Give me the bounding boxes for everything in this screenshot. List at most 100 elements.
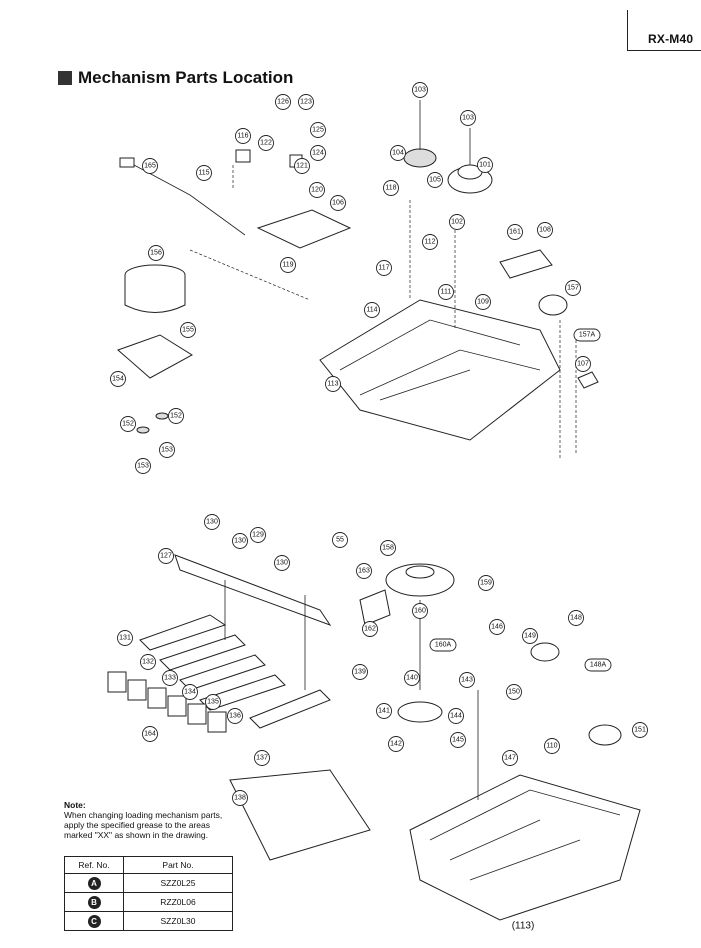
key-cap-1 <box>107 671 127 693</box>
callout-label: 148A <box>590 662 607 669</box>
callout-bubble: 162 <box>362 621 378 637</box>
callout-bubble: 160A <box>429 638 457 652</box>
bar-127 <box>174 554 332 626</box>
motor-bracket <box>117 334 193 379</box>
head-base-119 <box>256 209 352 249</box>
callout-outline <box>298 94 314 110</box>
upper-guide-lines <box>189 165 577 460</box>
callout-label: 142 <box>390 741 402 748</box>
callout-label: 106 <box>332 200 344 207</box>
callout-bubble: 135 <box>205 694 221 710</box>
callout-label: 160 <box>414 608 426 615</box>
callout-bubble: 151 <box>632 722 648 738</box>
callout-label: 140 <box>406 675 418 682</box>
callout-outline <box>573 328 601 342</box>
washer-152 <box>155 412 169 420</box>
callout-outline <box>254 750 270 766</box>
callout-bubble: 117 <box>376 260 392 276</box>
solenoid-157 <box>538 294 568 316</box>
callout-bubble: 157 <box>565 280 581 296</box>
callout-outline <box>475 294 491 310</box>
callout-bubble: 115 <box>196 165 212 181</box>
grease-note: Note: When changing loading mechanism pa… <box>64 800 234 840</box>
callout-bubble: 136 <box>227 708 243 724</box>
callout-outline <box>159 442 175 458</box>
header-ref-no: Ref. No. <box>64 856 124 874</box>
callout-bubble: 137 <box>254 750 270 766</box>
callout-label: 130 <box>276 560 288 567</box>
cable-165 <box>133 164 246 236</box>
callout-bubble: 134 <box>182 684 198 700</box>
callout-outline <box>450 732 466 748</box>
callout-outline <box>362 621 378 637</box>
callout-outline <box>575 356 591 372</box>
callout-label: 129 <box>252 532 264 539</box>
callout-bubble: 129 <box>250 527 266 543</box>
callout-label: 164 <box>144 731 156 738</box>
callout-bubble: 160 <box>412 603 428 619</box>
callout-outline <box>332 532 348 548</box>
note-body: When changing loading mechanism parts, a… <box>64 810 223 840</box>
callout-label: 55 <box>336 537 344 544</box>
callout-label: 103 <box>462 115 474 122</box>
head-116 <box>235 149 251 163</box>
callout-bubble: 103 <box>460 110 476 126</box>
callout-label: 165 <box>144 163 156 170</box>
motor-body <box>124 275 186 313</box>
callout-outline <box>140 654 156 670</box>
callout-label: 122 <box>260 140 272 147</box>
callout-bubble: 144 <box>448 708 464 724</box>
callout-outline <box>294 158 310 174</box>
callout-bubble: 120 <box>309 182 325 198</box>
callout-bubble: 165 <box>142 158 158 174</box>
callout-bubble: 113 <box>325 376 341 392</box>
pulley-hub <box>405 565 435 579</box>
gear-104 <box>403 148 437 168</box>
callout-label: 121 <box>296 163 308 170</box>
callout-label: 105 <box>429 177 441 184</box>
callout-label: 146 <box>491 624 503 631</box>
callout-label: 126 <box>277 99 289 106</box>
callout-bubble: 126 <box>275 94 291 110</box>
callout-outline <box>120 416 136 432</box>
callout-outline <box>390 145 406 161</box>
callout-label: 120 <box>311 187 323 194</box>
section-title: Mechanism Parts Location <box>78 68 294 87</box>
callout-label: 153 <box>137 463 149 470</box>
callout-label: 103 <box>414 87 426 94</box>
callout-bubble: 118 <box>383 180 399 196</box>
callout-label: 101 <box>479 162 491 169</box>
pulley-158 <box>385 563 455 597</box>
connector-165 <box>119 157 135 168</box>
callout-bubble: 150 <box>506 684 522 700</box>
callout-outline <box>537 222 553 238</box>
callout-label: 154 <box>112 376 124 383</box>
callout-bubble: 125 <box>310 122 326 138</box>
callout-label: 159 <box>480 580 492 587</box>
callout-label: 119 <box>282 262 293 269</box>
lower-chassis-113 <box>409 774 641 921</box>
callout-bubble: 111 <box>438 284 454 300</box>
callout-outline <box>565 280 581 296</box>
callout-label: 157 <box>567 285 579 292</box>
callout-bubble: 103 <box>412 82 428 98</box>
table-row: B RZZ0L06 <box>64 892 233 912</box>
callout-bubble: 163 <box>356 563 372 579</box>
table-row: C SZZ0L30 <box>64 911 233 931</box>
callout-label: 138 <box>234 795 246 802</box>
callout-label: 131 <box>119 635 131 642</box>
callout-label: 115 <box>198 170 209 177</box>
callout-label: 134 <box>184 689 196 696</box>
part-number: SZZ0L30 <box>123 911 233 931</box>
callout-label: 125 <box>312 127 324 134</box>
callout-bubble: 124 <box>310 145 326 161</box>
callout-label: 152 <box>170 413 182 420</box>
callout-bubble: 153 <box>135 458 151 474</box>
grease-table-header: Ref. No. Part No. <box>64 856 233 874</box>
callout-outline <box>427 172 443 188</box>
callout-outline <box>325 376 341 392</box>
callout-label: 137 <box>256 755 268 762</box>
callout-bubble: 140 <box>404 670 420 686</box>
callout-bubble: 158 <box>380 540 396 556</box>
